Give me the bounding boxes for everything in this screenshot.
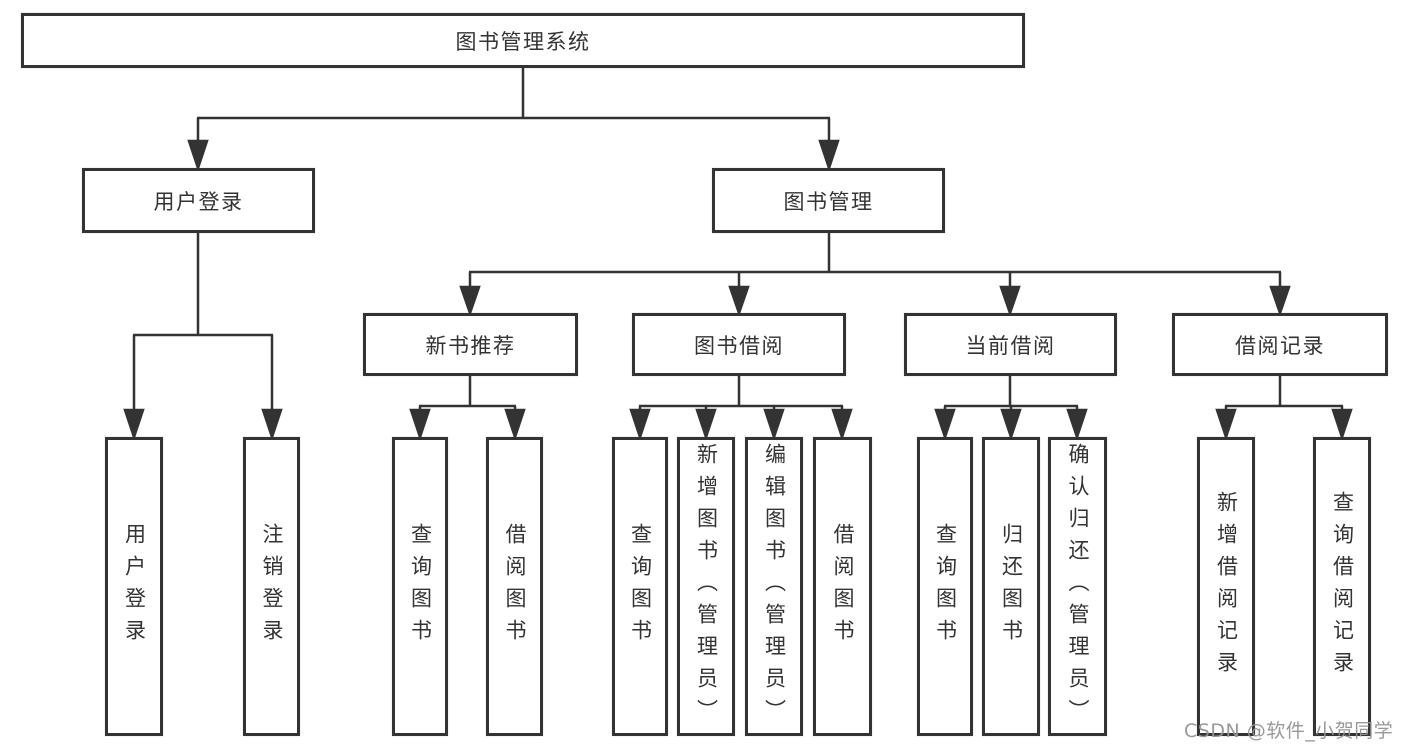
leaf-borrow-books-recommend: 借阅图书 <box>486 437 543 736</box>
leaf-label: 确认归还（管理员） <box>1066 442 1090 731</box>
node-library-management-system: 图书管理系统 <box>21 13 1025 68</box>
leaf-logout: 注销登录 <box>243 437 300 736</box>
leaf-user-login: 用户登录 <box>105 437 163 736</box>
node-label: 借阅记录 <box>1235 333 1325 358</box>
node-label: 新书推荐 <box>425 333 516 358</box>
csdn-watermark: CSDN @软件_小贺同学 <box>1184 720 1394 742</box>
leaf-label: 新增图书（管理员） <box>694 442 719 731</box>
leaf-label: 新增借阅记录 <box>1214 490 1239 683</box>
leaf-label: 注销登录 <box>260 522 284 651</box>
node-label: 图书管理 <box>783 189 874 214</box>
leaf-add-books-admin: 新增图书（管理员） <box>677 437 735 736</box>
node-book-management: 图书管理 <box>712 168 945 233</box>
leaf-label: 查询图书 <box>408 522 433 651</box>
leaf-label: 借阅图书 <box>503 522 527 651</box>
node-label: 当前借阅 <box>965 333 1056 358</box>
leaf-label: 归还图书 <box>999 522 1024 651</box>
leaf-label: 查询图书 <box>628 522 653 651</box>
leaf-query-borrow-record: 查询借阅记录 <box>1313 437 1371 736</box>
node-borrowing-records: 借阅记录 <box>1172 313 1388 376</box>
node-label: 用户登录 <box>153 189 244 214</box>
leaf-query-books-recommend: 查询图书 <box>392 437 448 736</box>
leaf-add-borrow-record: 新增借阅记录 <box>1197 437 1255 736</box>
node-label: 图书借阅 <box>694 333 784 358</box>
node-user-login: 用户登录 <box>82 168 315 233</box>
leaf-label: 编辑图书（管理员） <box>762 442 787 731</box>
node-new-book-recommendation: 新书推荐 <box>363 313 578 376</box>
leaf-confirm-return-admin: 确认归还（管理员） <box>1048 437 1107 736</box>
leaf-label: 借阅图书 <box>831 522 855 651</box>
leaf-label: 查询图书 <box>933 522 958 651</box>
leaf-label: 查询借阅记录 <box>1330 490 1355 683</box>
node-current-borrowing: 当前借阅 <box>904 313 1117 376</box>
leaf-query-books-current: 查询图书 <box>917 437 973 736</box>
leaf-query-books-borrow: 查询图书 <box>612 437 668 736</box>
node-label: 图书管理系统 <box>455 29 591 54</box>
node-book-borrowing: 图书借阅 <box>632 313 846 376</box>
leaf-return-books: 归还图书 <box>982 437 1040 736</box>
leaf-edit-books-admin: 编辑图书（管理员） <box>745 437 803 736</box>
leaf-borrow-books: 借阅图书 <box>813 437 872 736</box>
leaf-label: 用户登录 <box>122 522 147 651</box>
